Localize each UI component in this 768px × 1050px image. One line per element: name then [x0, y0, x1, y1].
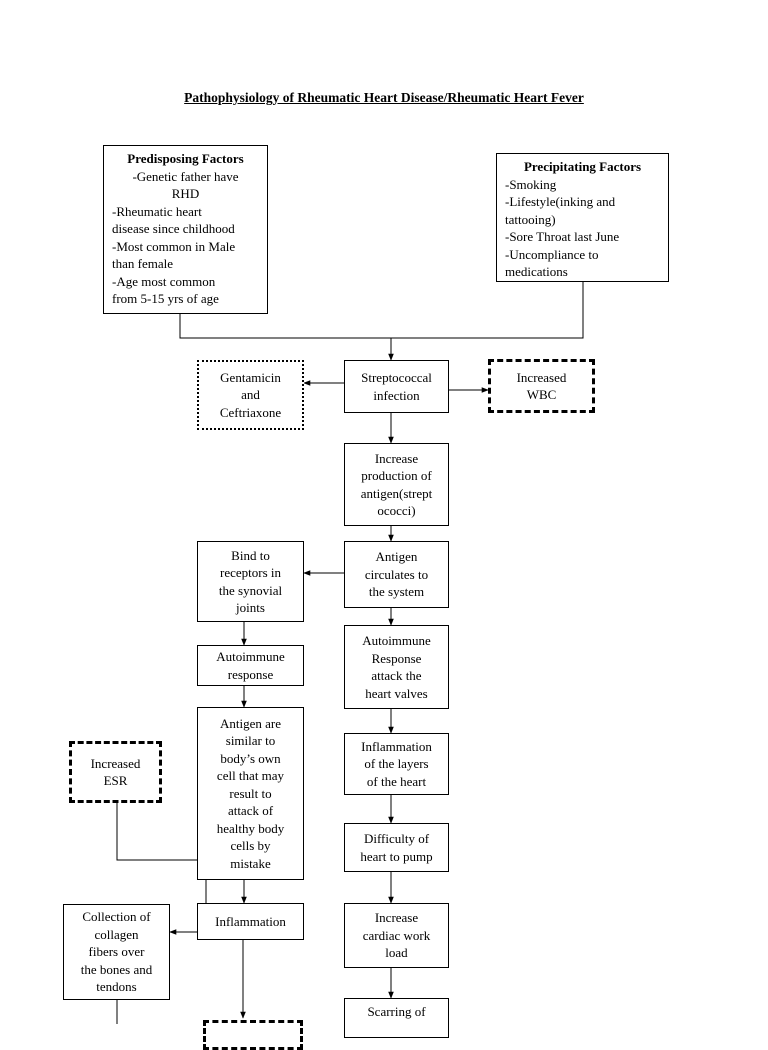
node-text: attack the	[371, 668, 422, 683]
node-text: production of	[361, 468, 432, 483]
node-text: load	[385, 945, 408, 961]
node-text: Increased	[516, 369, 567, 385]
bind-receptors-box: Bind to receptors in the synovial joints	[197, 541, 304, 622]
predisposing-line: -Genetic father have	[132, 168, 239, 184]
increased-esr-box: Increased ESR	[69, 741, 162, 803]
node-text: Autoimmune	[362, 633, 431, 648]
node-text: Autoimmune	[216, 649, 285, 664]
predisposing-line: RHD	[171, 186, 200, 201]
node-text: cells by	[230, 838, 271, 854]
node-text: circulates to	[364, 566, 429, 582]
predisposing-line: from 5-15 yrs of age	[112, 291, 219, 306]
precipitating-line: -Lifestyle(inking and	[505, 194, 616, 209]
node-text: Collection of	[82, 909, 151, 925]
antigen-similar-box: Antigen are similar to body’s own cell t…	[197, 707, 304, 880]
node-text: antigen(strept	[360, 485, 433, 501]
node-text: healthy body	[216, 820, 285, 836]
precipitating-line: -Sore Throat last June	[505, 229, 620, 244]
node-text: ococci)	[377, 503, 416, 518]
node-text: Streptococcal	[361, 370, 432, 385]
cardiac-workload-box: Increase cardiac work load	[344, 903, 449, 968]
node-text: the bones and	[80, 961, 153, 977]
node-text: the synovial	[218, 582, 283, 598]
node-text: ESR	[103, 773, 128, 788]
node-text: attack of	[227, 803, 274, 819]
node-text: Ceftriaxone	[219, 404, 282, 420]
streptococcal-infection-box: Streptococcal infection	[344, 360, 449, 413]
node-text: Antigen are	[219, 715, 281, 731]
node-text: mistake	[230, 855, 271, 871]
predisposing-line: -Age most common	[112, 273, 216, 289]
esr-link-line	[116, 803, 207, 923]
node-text: Inflammation	[361, 738, 432, 754]
node-text: fibers over	[88, 944, 145, 960]
node-text: the system	[368, 584, 425, 600]
node-text: Increase	[374, 910, 419, 926]
predisposing-line: -Rheumatic heart	[112, 203, 202, 219]
predisposing-line: -Most common in Male	[112, 238, 236, 254]
autoimmune-response-left-box: Autoimmune response	[197, 645, 304, 686]
precipitating-line: -Uncompliance to	[505, 246, 599, 262]
diagram-title: Pathophysiology of Rheumatic Heart Disea…	[184, 90, 584, 105]
collagen-fibers-box: Collection of collagen fibers over the b…	[63, 904, 170, 1000]
node-text: result to	[229, 785, 272, 801]
precipitating-line: tattooing)	[505, 211, 556, 227]
node-text: and	[241, 387, 260, 403]
node-text: cell that may	[216, 768, 285, 784]
node-text: tendons	[96, 979, 137, 995]
antigen-circulates-box: Antigen circulates to the system	[344, 541, 449, 608]
precipitating-factors-box: Precipitating Factors -Smoking -Lifestyl…	[496, 153, 669, 282]
node-text: Response	[371, 650, 422, 666]
inflammation-layers-box: Inflammation of the layers of the heart	[344, 733, 449, 795]
node-text: collagen	[94, 926, 139, 942]
node-text: Increase	[374, 450, 419, 466]
antigen-production-box: Increase production of antigen(strept oc…	[344, 443, 449, 526]
predisposing-factors-box: Predisposing Factors -Genetic father hav…	[103, 145, 268, 314]
increased-wbc-box: Increased WBC	[488, 359, 595, 413]
node-text: joints	[236, 600, 265, 615]
precipitating-line: -Smoking	[505, 176, 557, 192]
node-text: Bind to	[231, 547, 270, 563]
node-text: receptors in	[219, 565, 281, 580]
scarring-box: Scarring of	[344, 998, 449, 1038]
node-text: response	[227, 666, 274, 682]
precipitating-heading: Precipitating Factors	[523, 159, 642, 174]
node-text: infection	[373, 387, 420, 403]
node-text: cardiac work	[362, 927, 431, 943]
node-text: heart to pump	[360, 848, 433, 864]
cutoff-dashed-box	[203, 1020, 303, 1050]
node-text: Inflammation	[215, 913, 286, 929]
connector-lines	[116, 282, 584, 1024]
node-text: heart valves	[365, 685, 428, 701]
gentamicin-box: Gentamicin and Ceftriaxone	[197, 360, 304, 430]
predisposing-line: disease since childhood	[112, 221, 235, 236]
node-text: Increased	[90, 755, 141, 771]
node-text: Antigen	[375, 549, 418, 565]
node-text: Difficulty of	[363, 831, 430, 846]
node-text: of the heart	[366, 773, 427, 789]
inflammation-box: Inflammation	[197, 903, 304, 940]
precipitating-line: medications	[505, 264, 568, 279]
node-text: Scarring of	[367, 1004, 426, 1019]
factors-merge-line	[179, 282, 584, 339]
predisposing-line: than female	[112, 256, 173, 271]
autoimmune-response-right-box: Autoimmune Response attack the heart val…	[344, 625, 449, 709]
node-text: of the layers	[364, 756, 429, 772]
predisposing-heading: Predisposing Factors	[127, 151, 244, 166]
node-text: WBC	[526, 387, 557, 402]
node-text: Gentamicin	[220, 369, 281, 385]
node-text: body’s own	[220, 750, 281, 766]
node-text: similar to	[225, 733, 276, 749]
difficulty-pump-box: Difficulty of heart to pump	[344, 823, 449, 872]
